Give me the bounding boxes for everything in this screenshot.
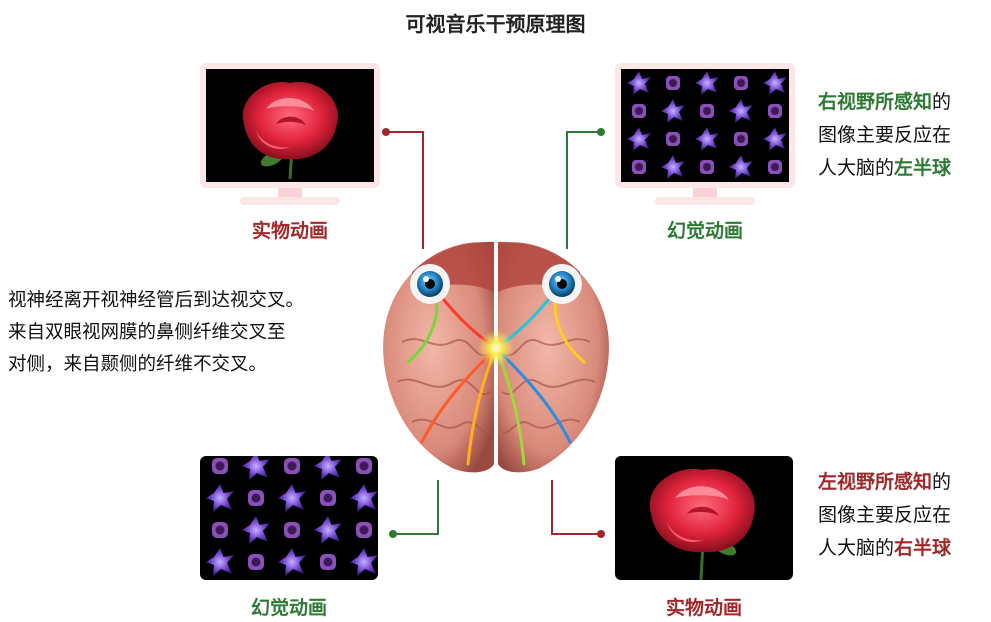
note-highlight: 左视野所感知 <box>818 471 933 493</box>
optic-chiasm-explanation: 视神经离开视神经管后到达视交叉。 来自双眼视网膜的鼻侧纤维交叉至 对侧，来自颞侧… <box>8 285 370 381</box>
connector-line <box>422 131 424 249</box>
connector-line <box>566 131 568 249</box>
kaleidoscope-pattern-image <box>621 69 789 182</box>
caption-bottom-right: 实物动画 <box>665 597 742 619</box>
explanation-line-1: 视神经离开视神经管后到达视交叉。 <box>8 290 305 311</box>
note-highlight: 左半球 <box>894 157 952 179</box>
connector-dot <box>597 530 605 538</box>
rose-image <box>615 456 793 580</box>
connector-line <box>551 480 553 535</box>
connector-line <box>566 131 601 133</box>
kaleidoscope-pattern-image <box>200 456 378 580</box>
page-title: 可视音乐干预原理图 <box>405 12 586 36</box>
monitor-top-right <box>615 63 795 208</box>
connector-line <box>551 533 599 535</box>
brain-with-eyes-image <box>372 232 620 480</box>
right-visual-field-note: 右视野所感知的 图像主要反应在 人大脑的左半球 <box>818 91 952 179</box>
caption-bottom-left: 幻觉动画 <box>250 597 327 619</box>
connector-dot <box>597 128 605 136</box>
connector-line <box>437 480 439 535</box>
caption-top-right: 幻觉动画 <box>666 220 743 242</box>
caption-top-left: 实物动画 <box>251 220 328 242</box>
note-highlight: 右半球 <box>894 537 952 559</box>
explanation-line-2: 来自双眼视网膜的鼻侧纤维交叉至 <box>8 322 286 343</box>
monitor-top-left <box>200 63 380 208</box>
connector-line <box>393 533 439 535</box>
left-visual-field-note: 左视野所感知的 图像主要反应在 人大脑的右半球 <box>818 471 952 559</box>
explanation-line-3: 对侧，来自颞侧的纤维不交叉。 <box>8 354 268 375</box>
note-highlight: 右视野所感知 <box>818 91 933 113</box>
connector-line <box>386 131 424 133</box>
rose-image <box>206 69 374 182</box>
